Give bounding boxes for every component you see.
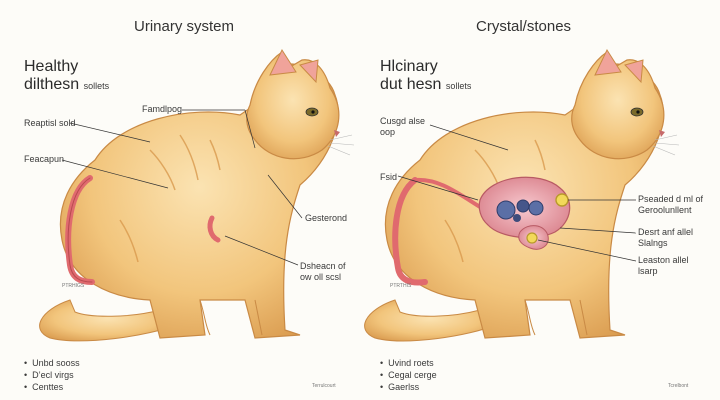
healthy-cat: [39, 48, 355, 342]
right-legend-item-2: Cegal cerge: [380, 369, 437, 381]
left-heading-word: dilthesn: [24, 76, 80, 93]
label-dsheacn-of: Dsheacn of: [300, 261, 346, 271]
label-oop: oop: [380, 127, 396, 137]
left-legend-item-2: D’ecl virgs: [24, 369, 80, 381]
left-heading-suffix: sollets: [83, 81, 110, 91]
label-feacapun: Feacapun: [24, 154, 65, 164]
right-tail-note: PTRTHIS: [390, 283, 412, 289]
left-legend: Unbd sooss D’ecl virgs Centtes: [24, 357, 80, 393]
label-fsid: Fsid: [380, 172, 398, 182]
right-panel-title: Crystal/stones: [476, 18, 572, 35]
label-leaston: Leaston allel: [638, 255, 689, 265]
right-signature: Tcrelbont: [668, 383, 689, 389]
left-signature: Terrulcourt: [312, 383, 336, 389]
label-famdlpog: Famdlpog: [142, 104, 183, 114]
right-heading-word: dut hesn: [380, 76, 442, 93]
left-legend-item-3: Centtes: [24, 381, 80, 393]
right-legend-item-1: Uvind roets: [380, 357, 437, 369]
label-lsarp: lsarp: [638, 266, 658, 276]
right-heading-suffix: sollets: [445, 81, 472, 91]
label-geroolunllent: Geroolunllent: [638, 205, 692, 215]
left-heading-line1: Healthy: [24, 58, 79, 75]
left-heading-line2: dilthesn sollets: [24, 76, 109, 94]
label-ow-oll-scsl: ow oll scsl: [300, 272, 342, 282]
label-slalngs: Slalngs: [638, 238, 668, 248]
label-pseaded: Pseaded d ml of: [638, 194, 704, 204]
label-desrt: Desrt anf allel: [638, 227, 694, 237]
left-legend-item-1: Unbd sooss: [24, 357, 80, 369]
right-legend-item-3: Gaerlss: [380, 381, 437, 393]
label-cusgd-alse: Cusgd alse: [380, 116, 426, 126]
left-panel-title: Urinary system: [134, 18, 235, 35]
left-tail-note: PTRHIGS: [62, 283, 85, 289]
label-reaptisl-sold: Reaptisl sold: [24, 118, 76, 128]
label-gesterond: Gesterond: [305, 213, 348, 223]
right-heading-line2: dut hesn sollets: [380, 76, 471, 94]
right-legend: Uvind roets Cegal cerge Gaerlss: [380, 357, 437, 393]
stone-cat: [364, 48, 680, 342]
right-heading-line1: Hlcinary: [380, 58, 438, 75]
